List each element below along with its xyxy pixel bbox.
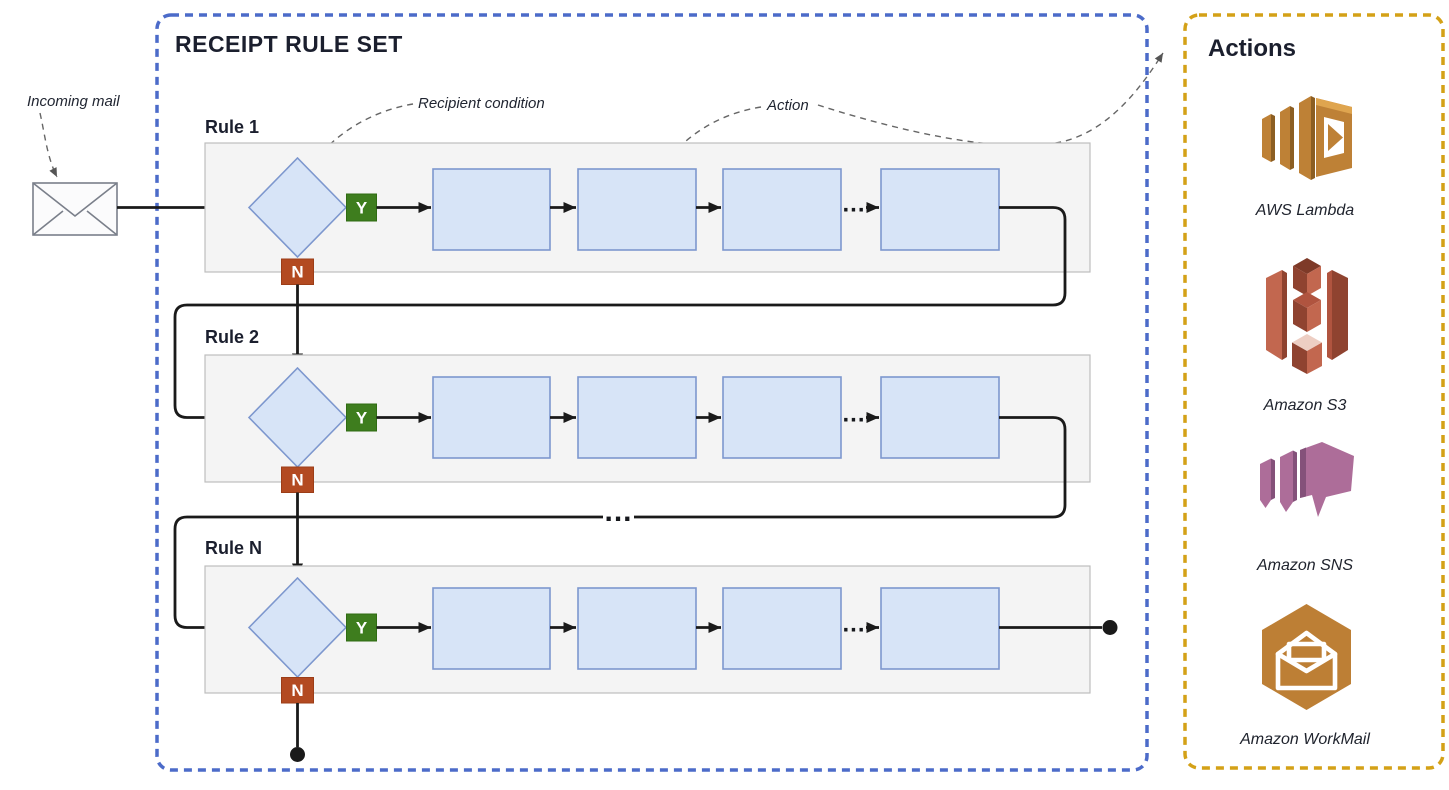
recipient-condition-arrow bbox=[296, 103, 414, 188]
ruleN-label: Rule N bbox=[205, 538, 262, 558]
rule1-loop-to-rule2 bbox=[173, 206, 1067, 423]
rule2-label: Rule 2 bbox=[205, 327, 259, 347]
aws-lambda-icon bbox=[1262, 96, 1352, 180]
amazon-s3-icon bbox=[1266, 258, 1348, 374]
rule2-action-box-2 bbox=[577, 376, 697, 459]
amazon-sns-label: Amazon SNS bbox=[1256, 557, 1353, 574]
rule-row-1: Rule 1 Y N ... bbox=[173, 117, 1091, 423]
rule2-yes-label: Y bbox=[356, 409, 368, 428]
rule1-action-box-3 bbox=[722, 168, 842, 251]
aws-lambda-label: AWS Lambda bbox=[1255, 202, 1355, 219]
ruleN-no-badge bbox=[281, 677, 314, 704]
amazon-workmail-label: Amazon WorkMail bbox=[1239, 731, 1370, 748]
rule2-yes-badge bbox=[346, 403, 377, 432]
rule-row-n: Rule N Y N ... bbox=[204, 538, 1118, 762]
rule1-yes-badge bbox=[346, 193, 377, 222]
ruleN-action-box-2 bbox=[577, 587, 697, 670]
receipt-rule-set-title: RECEIPT RULE SET bbox=[175, 31, 403, 57]
rule1-action-box-4 bbox=[880, 168, 1000, 251]
end-terminator-dot-bottom bbox=[290, 747, 305, 762]
rule1-label: Rule 1 bbox=[205, 117, 259, 137]
action-annotation: Action bbox=[766, 97, 809, 114]
rule1-action-box-1 bbox=[432, 168, 551, 251]
actions-panel-box bbox=[1183, 13, 1445, 770]
amazon-workmail-icon bbox=[1262, 604, 1351, 710]
incoming-mail-annotation-arrow bbox=[39, 112, 58, 178]
ruleN-action-box-4 bbox=[880, 587, 1000, 670]
receipt-rule-set-box bbox=[155, 13, 1149, 772]
envelope-icon bbox=[32, 182, 118, 236]
amazon-sns-icon bbox=[1260, 442, 1354, 517]
actions-panel-title: Actions bbox=[1208, 35, 1296, 62]
rule2-action-box-4 bbox=[880, 376, 1000, 459]
end-terminator-dot-right bbox=[1102, 620, 1118, 635]
rule-row-2: Rule 2 Y N ... ... bbox=[173, 327, 1091, 633]
rule1-no-badge bbox=[281, 258, 314, 285]
rule2-no-label: N bbox=[291, 471, 303, 490]
rule2-ellipsis: ... bbox=[842, 401, 865, 428]
rule2-loop-right bbox=[634, 416, 1067, 519]
ruleN-ellipsis: ... bbox=[842, 611, 865, 638]
more-rules-ellipsis: ... bbox=[604, 495, 632, 528]
action-arrow-to-panel bbox=[817, 52, 1164, 147]
incoming-mail-label: Incoming mail bbox=[27, 93, 120, 110]
rule2-action-box-1 bbox=[432, 376, 551, 459]
rule1-yes-label: Y bbox=[356, 199, 368, 218]
actions-panel: AWS Lambda Amazon S3 Amazon bbox=[1239, 96, 1370, 748]
amazon-s3-label: Amazon S3 bbox=[1263, 397, 1347, 414]
rule1-no-label: N bbox=[291, 263, 303, 282]
ruleN-action-box-3 bbox=[722, 587, 842, 670]
ruleN-yes-label: Y bbox=[356, 619, 368, 638]
rule1-action-box-2 bbox=[577, 168, 697, 251]
rule2-loop-to-ruleN bbox=[173, 515, 603, 633]
ruleN-no-label: N bbox=[291, 681, 303, 700]
ruleN-action-box-1 bbox=[432, 587, 551, 670]
rule1-ellipsis: ... bbox=[842, 191, 865, 218]
recipient-condition-annotation: Recipient condition bbox=[418, 95, 545, 112]
rule2-action-box-3 bbox=[722, 376, 842, 459]
